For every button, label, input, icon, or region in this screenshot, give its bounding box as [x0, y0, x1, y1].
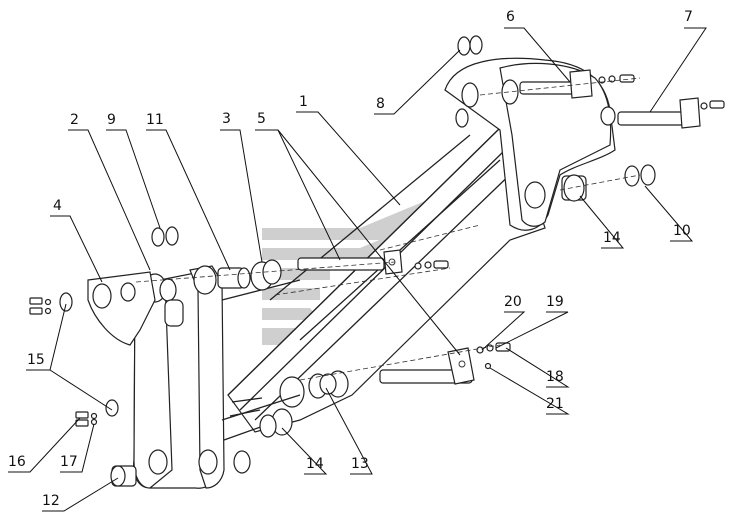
callout-20: 20: [504, 294, 522, 310]
callout-6: 6: [506, 9, 515, 25]
callout-19: 19: [546, 294, 564, 310]
left-bracket: [87, 271, 156, 346]
assembly-axes: [135, 77, 641, 381]
fastener-group-lower: [476, 342, 511, 370]
leader-lines: [8, 27, 707, 512]
callout-9: 9: [107, 112, 116, 128]
callout-7: 7: [684, 9, 693, 25]
callout-11: 11: [146, 112, 164, 128]
bushing-pair-8: [457, 35, 483, 56]
bushing-14-lower: [233, 408, 293, 474]
bolt-16-17: [29, 297, 98, 427]
washer-15: [59, 292, 119, 417]
bushing-14-upper: [561, 174, 587, 202]
bushing-pair-9: [151, 226, 179, 247]
callout-17: 17: [60, 454, 78, 470]
pin-6: [519, 69, 635, 99]
callout-4: 4: [53, 198, 62, 214]
boom-arm: [227, 57, 616, 433]
callout-16: 16: [8, 454, 26, 470]
callout-14a: 14: [603, 230, 621, 246]
callout-18: 18: [546, 369, 564, 385]
callout-8: 8: [376, 96, 385, 112]
callout-21: 21: [546, 396, 564, 412]
pin-5-lower: [379, 347, 475, 385]
callout-15: 15: [27, 352, 45, 368]
callout-14b: 14: [306, 456, 324, 472]
bushing-pair-10: [624, 164, 656, 187]
link-frame: [133, 265, 301, 489]
callout-12: 12: [42, 493, 60, 509]
callout-13: 13: [351, 456, 369, 472]
bushing-12: [110, 465, 137, 487]
callout-1: 1: [299, 94, 308, 110]
pin-7: [617, 97, 725, 129]
bushing-11: [217, 267, 251, 289]
callout-5: 5: [257, 111, 266, 127]
callout-3: 3: [222, 111, 231, 127]
callout-2: 2: [70, 112, 79, 128]
bushing-13: [308, 373, 337, 399]
callout-10: 10: [673, 223, 691, 239]
bushing-3: [250, 259, 282, 291]
